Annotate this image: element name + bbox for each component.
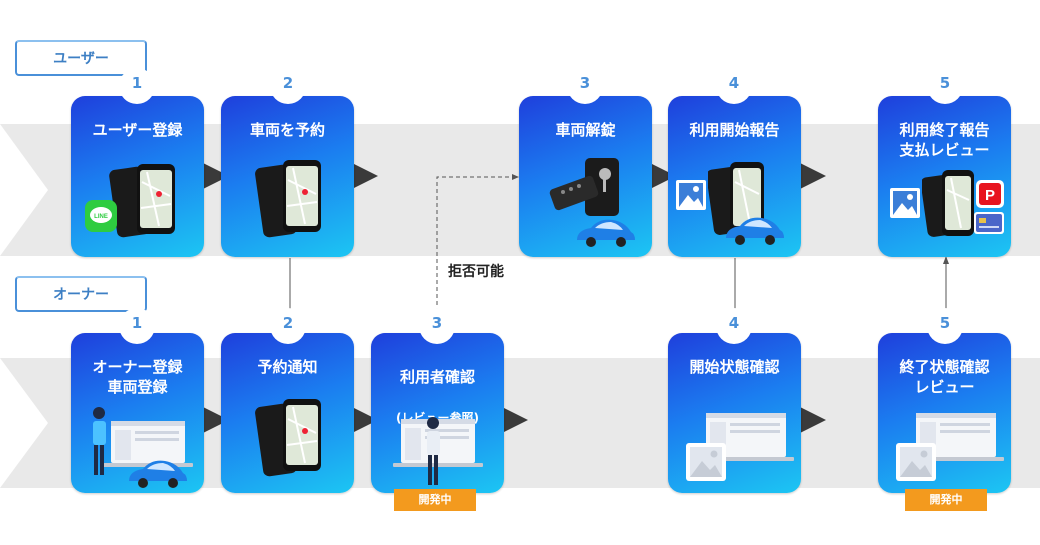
owner-step-start-check[interactable]: 開始状態確認 — [668, 333, 801, 493]
line-app-icon: LINE — [85, 200, 117, 232]
role-tag-user: ユーザー — [15, 40, 147, 76]
step-title: オーナー登録 車両登録 — [92, 358, 183, 396]
photo-icon — [676, 180, 706, 210]
flow-arrow — [502, 407, 528, 433]
step-number: 5 — [927, 308, 963, 344]
connector-reject-dashed — [436, 176, 519, 333]
step-number: 2 — [270, 308, 306, 344]
owner-lane-chevron — [0, 358, 48, 488]
car-icon — [577, 219, 635, 247]
step-number: 1 — [119, 308, 155, 344]
step-number: 4 — [716, 68, 752, 104]
step-title: 車両を予約 — [249, 121, 325, 139]
paypay-icon: P — [976, 180, 1004, 208]
step-title: 開始状態確認 — [689, 358, 780, 376]
smartphone-map-icon — [255, 160, 321, 238]
user-step-end-report[interactable]: 利用終了報告 支払レビュー P — [878, 96, 1011, 257]
step-title: 終了状態確認 レビュー — [899, 358, 990, 396]
owner-step-register[interactable]: オーナー登録 車両登録 — [71, 333, 204, 493]
photo-icon — [686, 443, 726, 481]
user-lane-chevron — [0, 124, 48, 256]
reject-possible-label: 拒否可能 — [448, 263, 504, 279]
svg-text:LINE: LINE — [94, 214, 108, 220]
step-title: 予約通知 — [257, 358, 318, 376]
person-icon — [93, 407, 106, 475]
flow-arrow — [800, 163, 826, 189]
step-title: 利用終了報告 支払レビュー — [899, 121, 990, 159]
step-title: 利用開始報告 — [689, 121, 780, 139]
owner-step-end-check[interactable]: 終了状態確認 レビュー — [878, 333, 1011, 493]
user-step-register[interactable]: ユーザー登録 LINE — [71, 96, 204, 257]
car-icon — [726, 217, 784, 245]
svg-text:P: P — [985, 187, 995, 204]
step-number: 3 — [567, 68, 603, 104]
smartphone-map-icon — [255, 399, 321, 477]
car-icon — [129, 460, 187, 488]
smartphone-map-icon — [922, 170, 974, 237]
flow-arrow — [352, 163, 378, 189]
connector-reject-arrowhead — [512, 174, 519, 180]
laptop-icon — [103, 421, 193, 467]
photo-icon — [896, 443, 936, 481]
user-step-start-report[interactable]: 利用開始報告 — [668, 96, 801, 257]
user-step-reserve[interactable]: 車両を予約 — [221, 96, 354, 257]
role-tag-owner: オーナー — [15, 276, 147, 312]
step-number: 5 — [927, 68, 963, 104]
keybox-icon — [549, 158, 619, 216]
step-number: 1 — [119, 68, 155, 104]
step-title: 車両解錠 — [555, 121, 616, 139]
step-number: 4 — [716, 308, 752, 344]
step-title-text: 利用者確認 — [399, 368, 475, 386]
flow-arrow — [800, 407, 826, 433]
photo-icon — [890, 188, 920, 218]
smartphone-map-icon — [708, 162, 764, 235]
owner-step-notification[interactable]: 予約通知 — [221, 333, 354, 493]
smartphone-map-icon — [109, 164, 175, 238]
credit-card-icon — [974, 212, 1004, 234]
step-title: ユーザー登録 — [92, 121, 183, 139]
step-number: 2 — [270, 68, 306, 104]
in-development-badge: 開発中 — [905, 489, 987, 511]
in-development-badge: 開発中 — [394, 489, 476, 511]
step-number: 3 — [419, 308, 455, 344]
connector-user5-up-arrowhead — [943, 256, 949, 264]
owner-step-user-check[interactable]: 利用者確認 (レビュー参照) — [371, 333, 504, 493]
user-step-unlock[interactable]: 車両解錠 — [519, 96, 652, 257]
person-icon — [427, 417, 440, 485]
